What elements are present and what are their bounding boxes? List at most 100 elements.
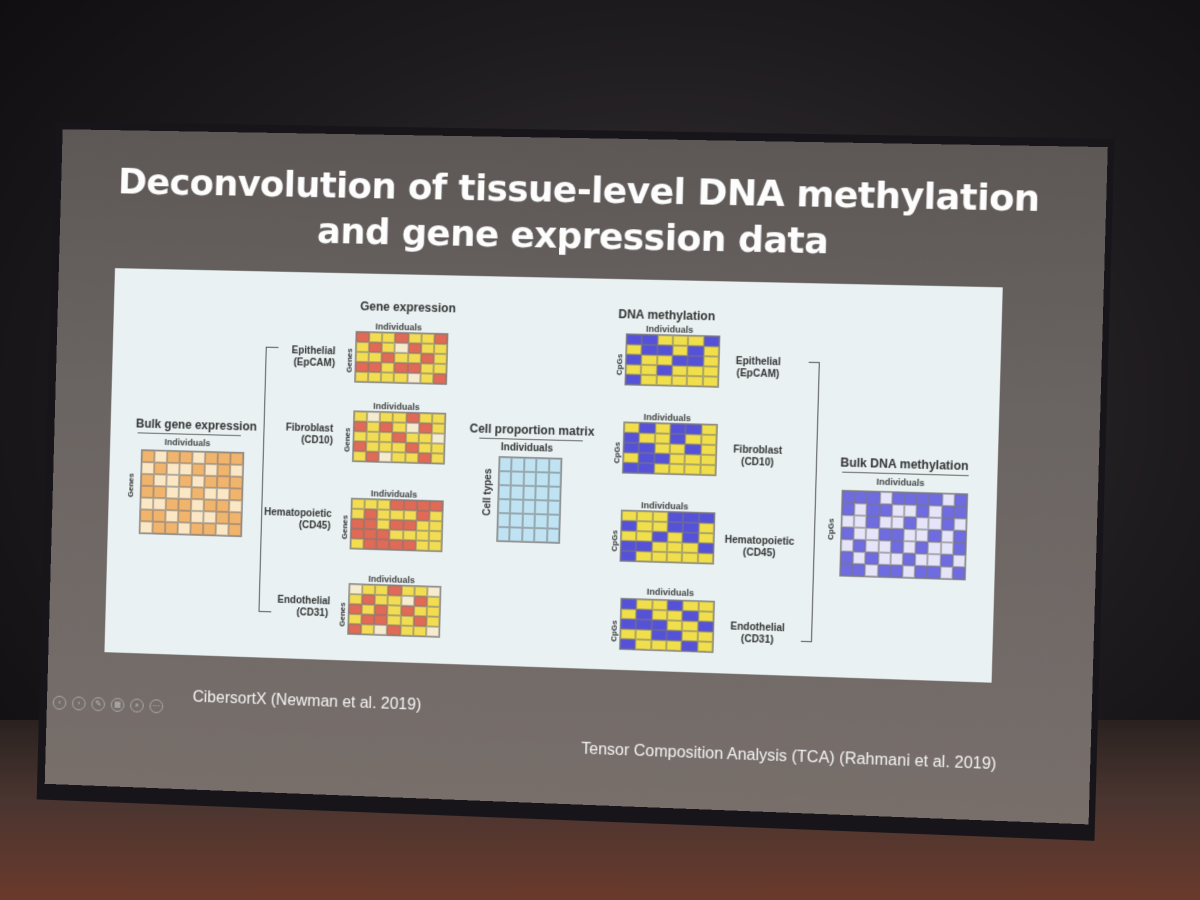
heatmap-cell <box>621 598 637 610</box>
heatmap-cell <box>652 511 669 522</box>
heatmap-cell <box>671 375 688 386</box>
heatmap-cell <box>626 354 642 365</box>
heatmap-cell <box>405 442 419 453</box>
heatmap-cell <box>426 606 440 617</box>
heatmap-cell <box>687 345 704 357</box>
heatmap-cell <box>915 553 928 567</box>
heatmap-cell <box>433 343 448 355</box>
heatmap-cell <box>879 503 892 517</box>
heatmap-cell <box>638 452 655 464</box>
heatmap-cell <box>350 528 365 539</box>
heatmap-cell <box>687 375 703 387</box>
heatmap-cell <box>636 521 653 532</box>
heatmap-cell <box>379 431 393 443</box>
heatmap-cell <box>364 509 378 520</box>
heatmap-cell <box>852 563 866 577</box>
heatmap-cell <box>389 529 403 541</box>
heatmap-cell <box>877 552 891 565</box>
meth-celltype-fibroblast: Fibroblast(CD10) <box>733 444 783 469</box>
deconvolution-figure: Bulk gene expression Individuals Genes G… <box>104 268 1003 683</box>
heatmap-cell <box>510 485 524 500</box>
heatmap-cell <box>698 522 715 534</box>
more-options-icon[interactable]: ⋯ <box>149 699 164 714</box>
heatmap-cell <box>413 616 427 627</box>
heatmap-cell <box>428 540 442 552</box>
heatmap-cell <box>431 413 446 424</box>
heatmap-cell <box>509 527 523 542</box>
next-slide-icon[interactable]: › <box>71 696 86 711</box>
heatmap-cell <box>953 506 967 519</box>
heatmap-cell <box>394 372 408 383</box>
heatmap-cell <box>390 499 404 511</box>
heatmap-cell <box>682 610 699 622</box>
heatmap-cell <box>940 554 953 567</box>
heatmap-cell <box>657 345 673 356</box>
heatmap-cell <box>418 442 432 454</box>
heatmap-cell <box>413 606 427 617</box>
heatmap-cell <box>166 462 180 475</box>
heatmap-cell <box>365 451 380 462</box>
heatmap-cell <box>698 601 714 612</box>
heatmap-cell <box>203 511 217 524</box>
gene-expr-celltype-fibroblast: Fibroblast(CD10) <box>285 422 334 447</box>
heatmap-cell <box>429 501 443 512</box>
heatmap-cell <box>353 451 367 462</box>
bulk-dna-row-label: CpGs <box>826 518 836 541</box>
heatmap-cell <box>418 413 433 424</box>
heatmap-cell <box>363 538 377 550</box>
heatmap-cell <box>682 552 698 564</box>
heatmap-cell <box>681 630 698 642</box>
pen-icon[interactable]: ✎ <box>91 697 106 712</box>
heatmap-cell <box>865 539 879 553</box>
heatmap-cell <box>654 453 670 464</box>
heatmap-cell <box>620 628 637 640</box>
heatmap-cell <box>400 615 414 626</box>
zoom-icon[interactable]: ⌕ <box>129 698 144 713</box>
heatmap-cell <box>426 596 441 607</box>
heatmap-cell <box>700 444 717 456</box>
heatmap-cell <box>840 563 853 576</box>
heatmap-cell <box>387 605 401 616</box>
meth-col-label-4: Individuals <box>646 586 695 599</box>
heatmap-cell <box>376 529 390 540</box>
heatmap-cell <box>230 452 244 465</box>
heatmap-cell <box>941 493 955 507</box>
heatmap-cell <box>939 566 953 580</box>
heatmap-cell <box>651 599 668 611</box>
heatmap-cell <box>535 486 549 501</box>
heatmap-cell <box>654 433 671 444</box>
heatmap-cell <box>639 422 656 434</box>
heatmap-cell <box>535 500 548 515</box>
heatmap-cell <box>637 511 653 522</box>
heatmap-cell <box>392 432 406 443</box>
heatmap-cell <box>703 356 719 367</box>
heatmap-cell <box>636 531 653 542</box>
heatmap-cell <box>928 517 942 531</box>
heatmap-cell <box>379 412 394 423</box>
heatmap-cell <box>377 519 391 530</box>
heatmap-cell <box>666 620 683 631</box>
heatmap-cell <box>536 458 549 473</box>
heatmap-cell <box>915 541 929 554</box>
heatmap-cell <box>165 486 179 499</box>
heatmap-cell <box>497 526 510 542</box>
heatmap-cell <box>684 454 701 465</box>
heatmap-cell <box>878 528 892 541</box>
heatmap-cell <box>509 513 523 528</box>
heatmap-cell <box>407 343 422 354</box>
footer-citation-cibersortx: CibersortX (Newman et al. 2019) <box>192 688 422 714</box>
heatmap-cell <box>547 514 560 529</box>
heatmap-cell <box>697 621 714 632</box>
heatmap-cell <box>166 450 180 464</box>
heatmap-cell <box>433 373 447 384</box>
previous-slide-icon[interactable]: ‹ <box>52 695 67 710</box>
heatmap-cell <box>903 541 916 554</box>
heatmap-cell <box>635 629 652 640</box>
heatmap-cell <box>952 566 966 580</box>
heatmap-cell <box>651 629 667 641</box>
heatmap-cell <box>687 365 704 377</box>
slides-grid-icon[interactable]: ▦ <box>110 697 125 712</box>
heatmap-cell <box>641 354 658 366</box>
heatmap-cell <box>354 411 368 422</box>
heatmap-cell <box>682 522 699 533</box>
